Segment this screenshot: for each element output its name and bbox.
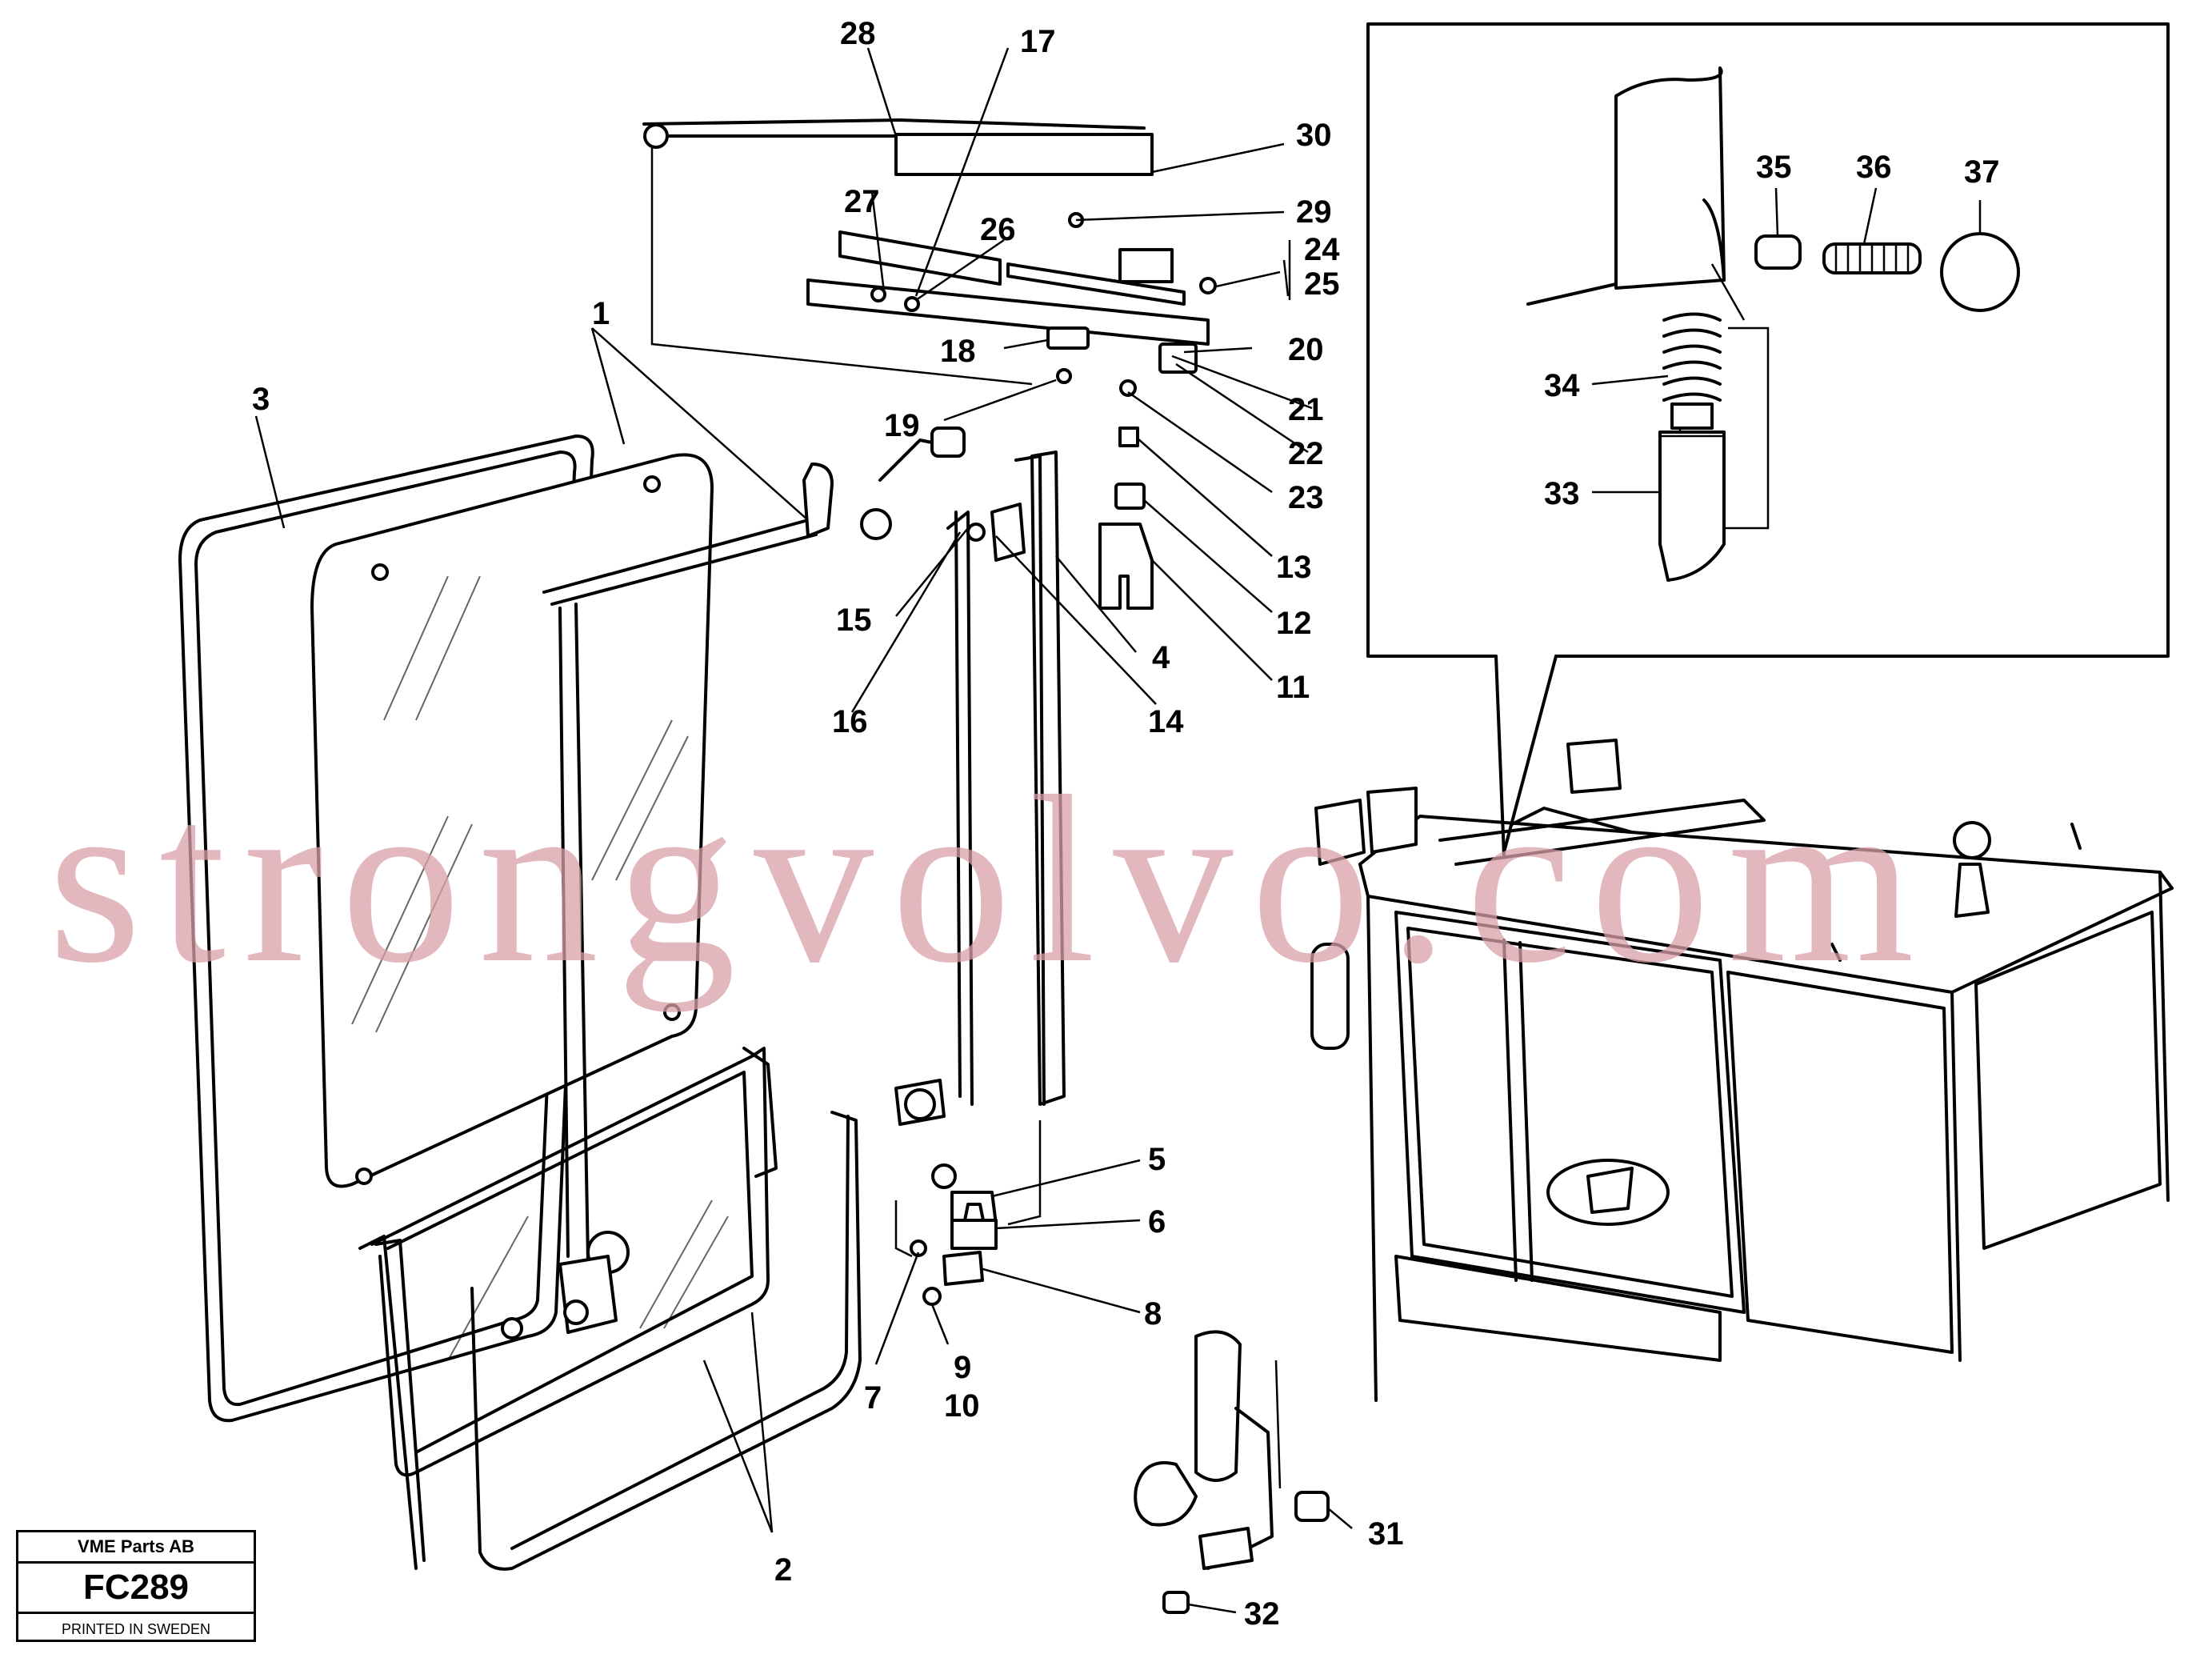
watermark: strongvolvo.com xyxy=(48,747,1932,1013)
callout-8: 8 xyxy=(1144,1296,1162,1332)
callout-2: 2 xyxy=(774,1552,792,1588)
callout-18: 18 xyxy=(940,334,976,369)
callout-36: 36 xyxy=(1856,150,1892,185)
callout-33: 33 xyxy=(1544,476,1580,511)
callout-11: 11 xyxy=(1276,670,1310,705)
window-glass-1 xyxy=(310,453,714,1188)
hinge-post xyxy=(1614,66,1726,290)
callout-35: 35 xyxy=(1756,150,1792,185)
callout-37: 37 xyxy=(1964,154,2000,190)
callout-numbers: 1 2 3 4 5 6 7 8 9 10 11 12 13 14 15 16 1… xyxy=(252,16,2000,1632)
lower-hinge xyxy=(1134,1330,1330,1614)
knob xyxy=(1940,232,2020,312)
title-block: VME Parts AB FC289 PRINTED IN SWEDEN xyxy=(16,1530,256,1642)
callout-3: 3 xyxy=(252,382,270,417)
callout-12: 12 xyxy=(1276,606,1312,641)
title-block-code: FC289 xyxy=(18,1564,254,1614)
callout-28: 28 xyxy=(840,16,876,51)
callout-20: 20 xyxy=(1288,332,1324,367)
callout-25: 25 xyxy=(1304,266,1340,302)
lower-brackets xyxy=(910,1191,998,1306)
title-block-printed: PRINTED IN SWEDEN xyxy=(61,1620,210,1637)
callout-29: 29 xyxy=(1296,194,1332,230)
callout-32: 32 xyxy=(1244,1596,1280,1632)
cab-assembly xyxy=(1310,739,2174,1402)
callout-24: 24 xyxy=(1304,232,1340,267)
callout-27: 27 xyxy=(844,184,880,219)
callout-6: 6 xyxy=(1148,1204,1166,1239)
callout-34: 34 xyxy=(1544,368,1580,403)
bushing xyxy=(1754,234,1802,270)
callout-23: 23 xyxy=(1288,480,1324,515)
callout-5: 5 xyxy=(1148,1142,1166,1177)
spring xyxy=(1662,312,1722,430)
callout-19: 19 xyxy=(884,408,920,443)
callout-9: 9 xyxy=(954,1350,971,1385)
roof-rail-assembly xyxy=(642,118,1217,610)
hinge-pin xyxy=(1658,431,1726,582)
callout-16: 16 xyxy=(832,704,868,739)
callout-26: 26 xyxy=(980,212,1016,247)
callout-14: 14 xyxy=(1148,704,1184,739)
callout-15: 15 xyxy=(836,603,872,638)
callout-31: 31 xyxy=(1368,1516,1404,1552)
callout-17: 17 xyxy=(1020,24,1056,59)
coil-spring xyxy=(1822,242,1922,274)
callout-4: 4 xyxy=(1152,640,1170,675)
callout-1: 1 xyxy=(592,296,610,331)
callout-30: 30 xyxy=(1296,118,1332,153)
latch-arm xyxy=(501,427,966,1340)
callout-13: 13 xyxy=(1276,550,1312,585)
vertical-guide-rail xyxy=(894,451,1066,1258)
callout-10: 10 xyxy=(944,1388,980,1424)
leader-lines xyxy=(254,47,1982,1614)
title-block-company: VME Parts AB xyxy=(18,1532,254,1564)
callout-22: 22 xyxy=(1288,436,1324,471)
callout-7: 7 xyxy=(864,1380,882,1416)
detail-inset xyxy=(1366,22,2170,858)
callout-21: 21 xyxy=(1288,392,1324,427)
